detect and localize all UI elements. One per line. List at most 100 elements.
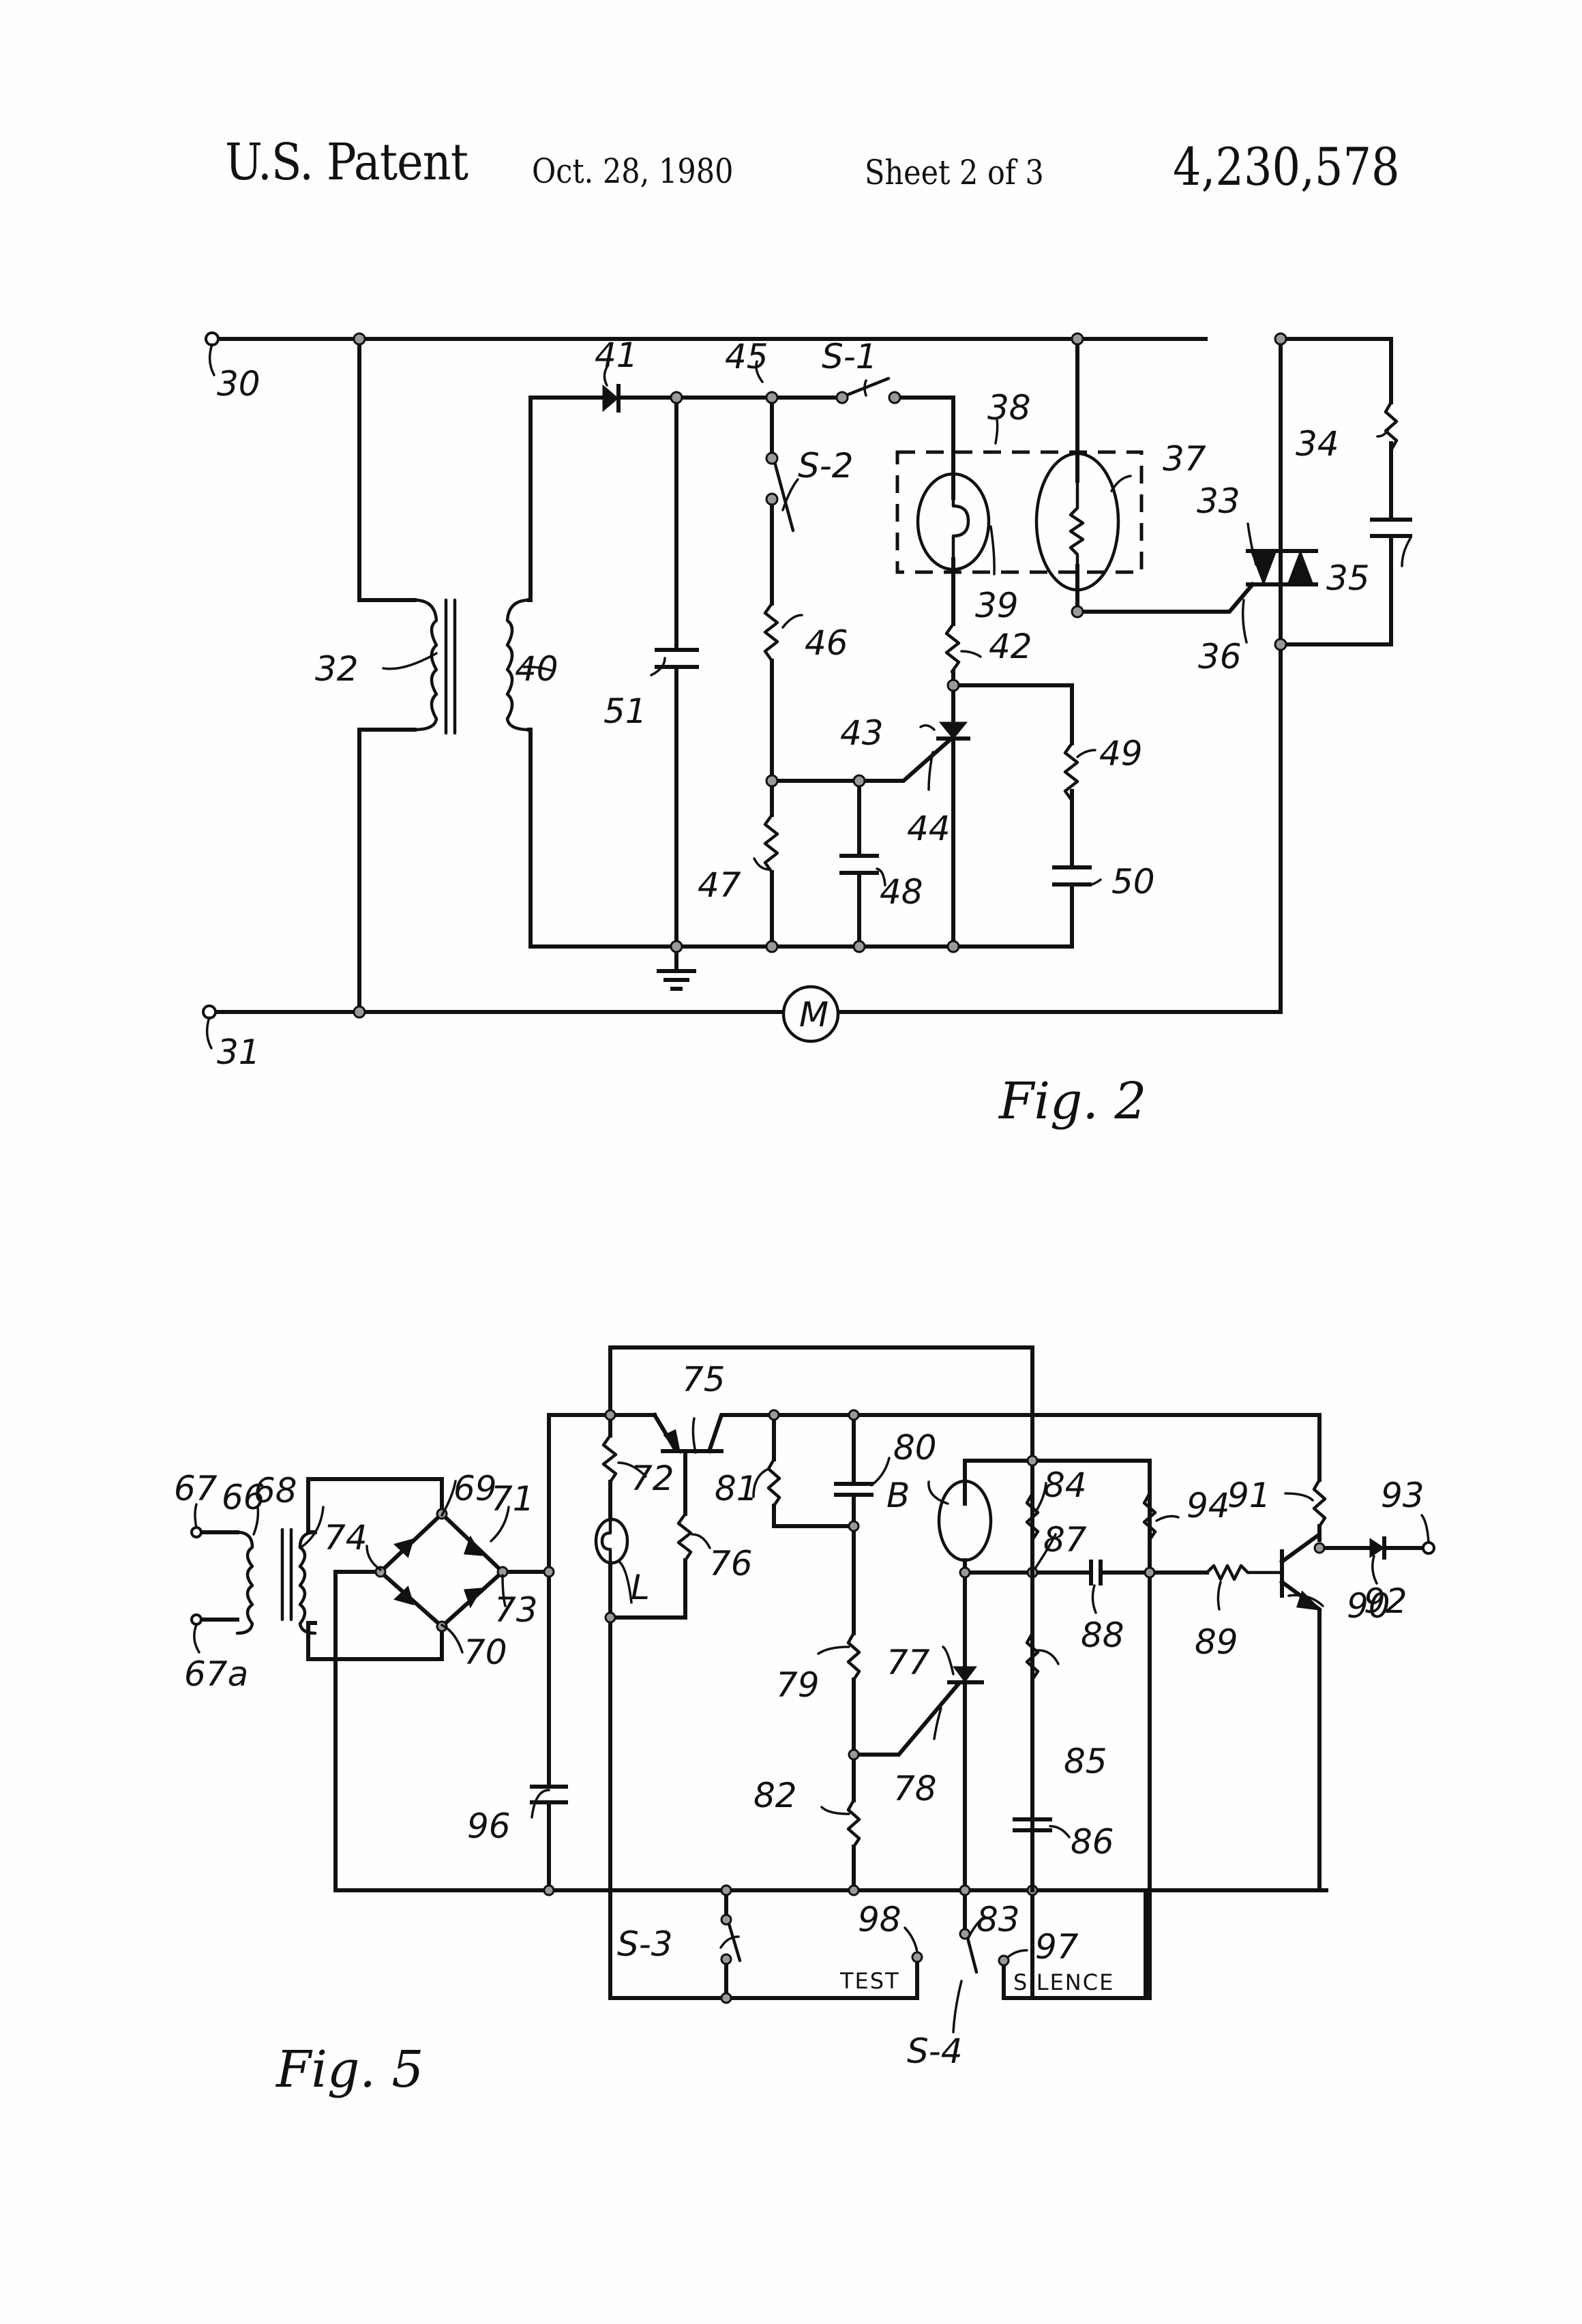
cap-35-plates: [1370, 518, 1412, 538]
label-86: 86: [1071, 1822, 1114, 1862]
label-33: 33: [1197, 481, 1240, 521]
label-73: 73: [494, 1590, 538, 1630]
label-77: 77: [886, 1643, 930, 1682]
label-79: 79: [776, 1665, 820, 1705]
label-80: 80: [893, 1428, 937, 1468]
label-98: 98: [858, 1900, 901, 1939]
label-89: 89: [1195, 1622, 1238, 1662]
switch-s2[interactable]: [772, 458, 795, 533]
resistor-91: [1312, 1478, 1327, 1528]
terminal-93[interactable]: [1422, 1541, 1435, 1555]
resistor-76: [676, 1512, 693, 1562]
patent-label: U.S. Patent: [225, 133, 468, 192]
label-66: 66: [222, 1478, 265, 1517]
label-90: 90: [1347, 1586, 1390, 1626]
resistor-82: [846, 1798, 861, 1849]
lamp-l-to-bottom: [608, 1561, 810, 2000]
label-s3: S-3: [617, 1924, 673, 1964]
label-35: 35: [1326, 558, 1370, 598]
label-67: 67: [174, 1469, 218, 1508]
terminal-67[interactable]: [190, 1526, 203, 1538]
bridge-node-74-return: [333, 1570, 1328, 1892]
label-71: 71: [491, 1479, 535, 1519]
label-s2: S-2: [798, 446, 854, 486]
label-42: 42: [989, 627, 1032, 666]
ground-icon: [657, 944, 696, 991]
resistor-47: [763, 813, 779, 874]
label-74: 74: [324, 1518, 368, 1558]
resistor-84: [1025, 1491, 1040, 1542]
secondary-lead-top: [527, 396, 606, 602]
label-91: 91: [1227, 1476, 1271, 1515]
label-32: 32: [315, 649, 359, 689]
sheet-number: Sheet 2 of 3: [865, 153, 1044, 192]
scr-43-icon: [938, 721, 968, 740]
secondary-to-bridge-bottom: [306, 1621, 444, 1661]
label-50: 50: [1111, 862, 1155, 902]
figure-2-caption: Fig. 2: [998, 1072, 1147, 1131]
label-48: 48: [880, 872, 923, 912]
label-97: 97: [1035, 1927, 1079, 1967]
label-44: 44: [907, 809, 951, 848]
lamp-37-filament: [1069, 479, 1085, 568]
cap-48-plates: [839, 854, 879, 875]
lamp-37-to-gate-36: [1075, 564, 1256, 614]
resistor-81: [766, 1457, 781, 1508]
label-93: 93: [1381, 1476, 1424, 1515]
transformer-32-primary-coil: [413, 598, 438, 732]
gate-44-wire: [770, 736, 953, 783]
figure-5: TEST SILENCE: [174, 1345, 1435, 2099]
diode-92-icon: [1369, 1538, 1385, 1558]
upper-loop-wire: [608, 1345, 1034, 2000]
label-41: 41: [595, 336, 638, 375]
label-46: 46: [805, 623, 848, 663]
junction-nodes-fig2: [353, 332, 1287, 1019]
switch-s4[interactable]: [965, 1933, 979, 1974]
silence-box: [1002, 1888, 1148, 2000]
label-47: 47: [698, 865, 741, 905]
label-31: 31: [217, 1032, 260, 1072]
figure-5-caption: Fig. 5: [275, 2040, 424, 2099]
test-label[interactable]: TEST: [839, 1968, 900, 1994]
label-92: 92: [1364, 1581, 1407, 1621]
figure-2: M: [202, 331, 1412, 1131]
r76-bottom-wire: [608, 1558, 687, 1620]
label-45: 45: [725, 337, 768, 376]
primary-lead-bottom: [357, 728, 417, 1014]
transistor-75-arrow-icon: [663, 1429, 681, 1455]
test-box: [806, 1955, 919, 2000]
triac-33-bars: [1246, 549, 1318, 586]
label-39: 39: [975, 586, 1019, 625]
label-37: 37: [1163, 439, 1206, 479]
patent-date: Oct. 28, 1980: [532, 151, 734, 191]
bridge-71: [377, 1510, 506, 1630]
label-78: 78: [893, 1769, 937, 1808]
transistor-90-collector: [1279, 1527, 1322, 1565]
resistor-49: [1063, 741, 1079, 803]
silence-label[interactable]: SILENCE: [1013, 1969, 1114, 1995]
label-49: 49: [1099, 734, 1143, 773]
label-lamp: L: [631, 1568, 650, 1607]
lamp-l-filament: [600, 1517, 612, 1565]
transformer-core: [444, 598, 457, 735]
r81-bottom-wire: [772, 1504, 856, 1528]
leader-lines-fig2: [205, 343, 1412, 1049]
lamp-39-filament: [951, 482, 970, 561]
bridge-diode-icon-1: [393, 1538, 415, 1558]
resistor-94: [1142, 1491, 1157, 1542]
label-94: 94: [1186, 1486, 1230, 1525]
secondary-lead-bottom: [527, 728, 1074, 949]
label-36: 36: [1198, 637, 1242, 676]
resistor-34: [1384, 400, 1399, 452]
transformer-40-secondary-coil: [505, 598, 531, 732]
label-76: 76: [709, 1544, 753, 1583]
transistor-90-emitter: [1279, 1579, 1322, 1892]
r49-branch-top: [951, 683, 1074, 745]
terminal-67a[interactable]: [190, 1613, 203, 1626]
triac-33-icon-left: [1250, 551, 1277, 586]
switch-s3[interactable]: [726, 1920, 742, 1963]
bridge-diode-icon-2: [463, 1535, 483, 1556]
label-82: 82: [753, 1776, 797, 1815]
cap-80-plates: [834, 1482, 874, 1497]
